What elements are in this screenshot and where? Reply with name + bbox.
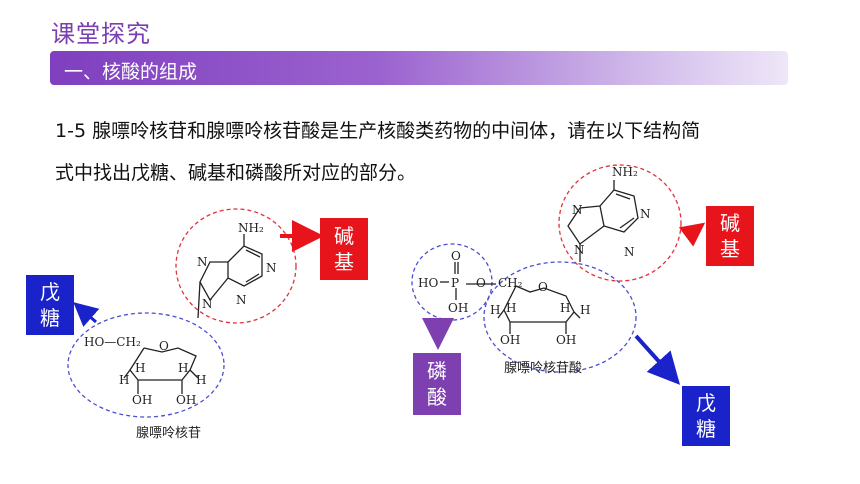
right-phos-oh: OH — [448, 301, 468, 315]
left-sugar-tag: 戊糖 — [26, 275, 74, 335]
right-sugar-tag: 戊糖 — [682, 386, 730, 446]
right-ch2: CH₂ — [498, 276, 523, 290]
right-base-char-1: 碱 — [720, 211, 740, 235]
left-oh2: OH — [176, 393, 196, 407]
right-phosphate-char-1: 磷 — [427, 359, 447, 383]
left-h4: H — [196, 373, 206, 387]
right-h2: H — [506, 301, 516, 315]
right-sugar-char-2: 糖 — [696, 417, 716, 441]
right-oh2: OH — [556, 333, 576, 347]
left-oh1: OH — [132, 393, 152, 407]
left-h1: H — [119, 373, 129, 387]
left-nh2: NH₂ — [238, 221, 264, 235]
page-title: 课堂探究 — [51, 20, 151, 48]
right-phos-o: O — [476, 276, 486, 290]
right-adenine-ring — [567, 180, 639, 262]
right-ribose-ring — [466, 283, 581, 334]
right-base-char-2: 基 — [720, 237, 740, 261]
right-phosphate-tag: 磷酸 — [413, 353, 461, 415]
section-banner: 一、核酸的组成 — [50, 51, 788, 85]
left-ho-ch2: HO—CH₂ — [84, 335, 141, 349]
left-sugar-arrow — [73, 302, 100, 327]
section-title: 一、核酸的组成 — [64, 61, 198, 83]
right-sugar-char-1: 戊 — [696, 391, 716, 415]
left-ring-o: O — [159, 339, 169, 353]
right-base-circle — [558, 164, 682, 282]
right-base-arrow — [678, 222, 706, 247]
right-h1: H — [490, 303, 500, 317]
left-sugar-char-2: 糖 — [40, 306, 60, 330]
left-n2: N — [266, 261, 277, 275]
right-phosphate-bonds — [440, 262, 459, 300]
right-phosphate-circle — [411, 243, 493, 321]
right-phosphate-char-2: 酸 — [427, 385, 447, 409]
left-caption: 腺嘌呤核苷 — [136, 426, 202, 441]
left-adenine-ring — [197, 234, 263, 319]
right-n2: N — [640, 207, 651, 221]
left-sugar-circle — [67, 312, 225, 418]
left-n1: N — [197, 255, 208, 269]
right-phos-p: P — [451, 276, 459, 290]
question-text: 1-5 腺嘌呤核苷和腺嘌呤核苷酸是生产核酸类药物的中间体，请在以下结构简 式中找… — [55, 110, 795, 194]
left-h2: H — [135, 361, 145, 375]
right-n9: N — [574, 243, 585, 257]
right-h3: H — [560, 301, 570, 315]
left-base-char-1: 碱 — [334, 224, 354, 248]
right-n1: N — [572, 203, 583, 217]
left-sugar-char-1: 戊 — [40, 280, 60, 304]
right-oh1: OH — [500, 333, 520, 347]
question-line-1: 1-5 腺嘌呤核苷和腺嘌呤核苷酸是生产核酸类药物的中间体，请在以下结构简 — [55, 120, 701, 142]
left-base-circle — [175, 208, 297, 324]
left-base-tag: 碱基 — [320, 218, 368, 280]
right-phos-ho: HO — [418, 276, 438, 290]
right-ring-o: O — [538, 280, 548, 294]
right-n3: N — [624, 245, 635, 259]
right-sugar-circle — [483, 261, 637, 373]
left-base-char-2: 基 — [334, 250, 354, 274]
left-n9: N — [202, 297, 213, 311]
right-caption: 腺嘌呤核苷酸 — [504, 361, 583, 376]
question-line-2: 式中找出戊糖、碱基和磷酸所对应的部分。 — [55, 162, 417, 184]
left-n3: N — [236, 293, 247, 307]
right-phos-o-top: O — [451, 249, 461, 263]
left-ribose-ring — [123, 347, 199, 394]
right-base-tag: 碱基 — [706, 206, 754, 266]
right-h4: H — [580, 303, 590, 317]
right-nh2: NH₂ — [612, 165, 638, 179]
right-sugar-arrow — [634, 334, 681, 385]
left-h3: H — [178, 361, 188, 375]
